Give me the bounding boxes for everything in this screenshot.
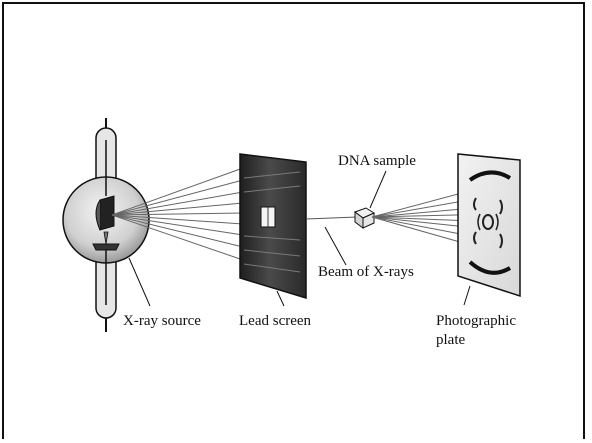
lead-screen-label: Lead screen — [239, 313, 312, 329]
dna-crystal-icon — [353, 207, 376, 229]
photographic-plate-label-line1: Photographic — [436, 313, 516, 329]
xray-tube-icon — [62, 118, 150, 332]
dna-sample-label: DNA sample — [338, 153, 416, 169]
beam-line — [305, 216, 358, 220]
source-rays — [111, 167, 244, 261]
slide-frame — [2, 2, 585, 439]
photographic-plate-label-line2: plate — [436, 332, 465, 348]
photographic-plate-icon — [457, 153, 521, 298]
lead-screen-icon — [239, 153, 307, 300]
xray-source-label: X-ray source — [123, 313, 201, 329]
beam-label: Beam of X-rays — [318, 264, 414, 280]
leader-lines — [128, 170, 471, 307]
